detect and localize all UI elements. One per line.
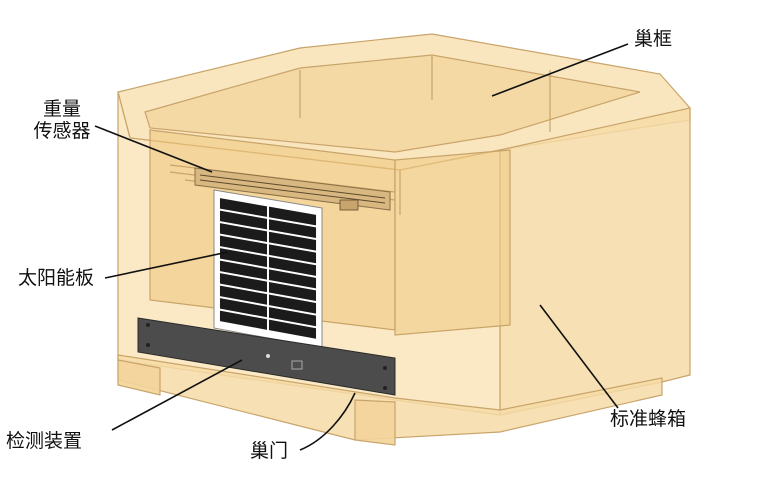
solar-panel-group (213, 189, 323, 349)
hive-top-inner (144, 54, 641, 153)
solar-cell (268, 319, 317, 339)
hive-base (117, 354, 663, 441)
label-weight-sensor: 重量 传感器 (24, 98, 100, 142)
solar-panel-cells (219, 198, 317, 339)
leader-nest-frame (491, 43, 629, 97)
weight-sensor-line (199, 179, 386, 204)
hive-base-left (117, 359, 161, 396)
solar-cell (268, 231, 317, 251)
label-nest-frame: 巢框 (634, 28, 672, 50)
solar-cell (219, 273, 268, 293)
solar-cell (268, 307, 317, 327)
solar-cell (268, 269, 317, 289)
leader-weight-sensor (94, 125, 213, 173)
solar-cell (268, 294, 317, 314)
label-hive-door: 巢门 (250, 440, 288, 462)
solar-cell (268, 219, 317, 239)
solar-cell (219, 198, 268, 217)
label-standard-hive-text: 标准蜂箱 (610, 408, 687, 430)
label-solar-panel-text: 太阳能板 (18, 267, 95, 289)
label-hive-door-text: 巢门 (250, 440, 289, 462)
leader-lines (94, 43, 629, 451)
leader-detection-device (111, 359, 243, 431)
solar-cell (219, 285, 268, 305)
solar-cell (219, 235, 268, 255)
label-nest-frame-text: 巢框 (634, 28, 673, 50)
weight-sensor-line (199, 174, 386, 199)
solar-cell (219, 210, 268, 230)
label-detection-device-text: 检测装置 (6, 430, 83, 452)
weight-sensor (194, 167, 391, 211)
detection-device-group (137, 317, 396, 396)
solar-cell (219, 310, 268, 330)
solar-cell (219, 223, 268, 242)
device-sensor-dot (266, 354, 270, 358)
weight-sensor-body (194, 167, 391, 211)
label-weight-sensor-line1: 重量 (42, 98, 81, 120)
solar-cell (219, 248, 268, 268)
solar-cell (268, 256, 317, 276)
solar-cell (268, 244, 317, 264)
device-screw (383, 366, 387, 370)
solar-cell (219, 298, 268, 318)
inner-chamber-side (394, 149, 511, 336)
solar-cell (219, 260, 268, 280)
label-solar-panel: 太阳能板 (18, 267, 94, 289)
weight-sensor-clip (339, 199, 359, 211)
leader-standard-hive (539, 304, 619, 409)
device-screw (146, 343, 150, 347)
device-port (291, 360, 303, 370)
hive-base-foot (354, 399, 396, 446)
leader-solar-panel (104, 251, 229, 279)
device-screw (146, 323, 150, 327)
leader-hive-door (299, 392, 356, 451)
label-standard-hive: 标准蜂箱 (610, 408, 686, 430)
hive-box (117, 33, 691, 446)
label-weight-sensor-line2: 传感器 (33, 120, 91, 142)
device-screw (383, 386, 387, 390)
solar-cell (268, 206, 317, 226)
hive-right-side (499, 107, 691, 416)
solar-cell (268, 281, 317, 302)
label-detection-device: 检测装置 (6, 430, 82, 452)
